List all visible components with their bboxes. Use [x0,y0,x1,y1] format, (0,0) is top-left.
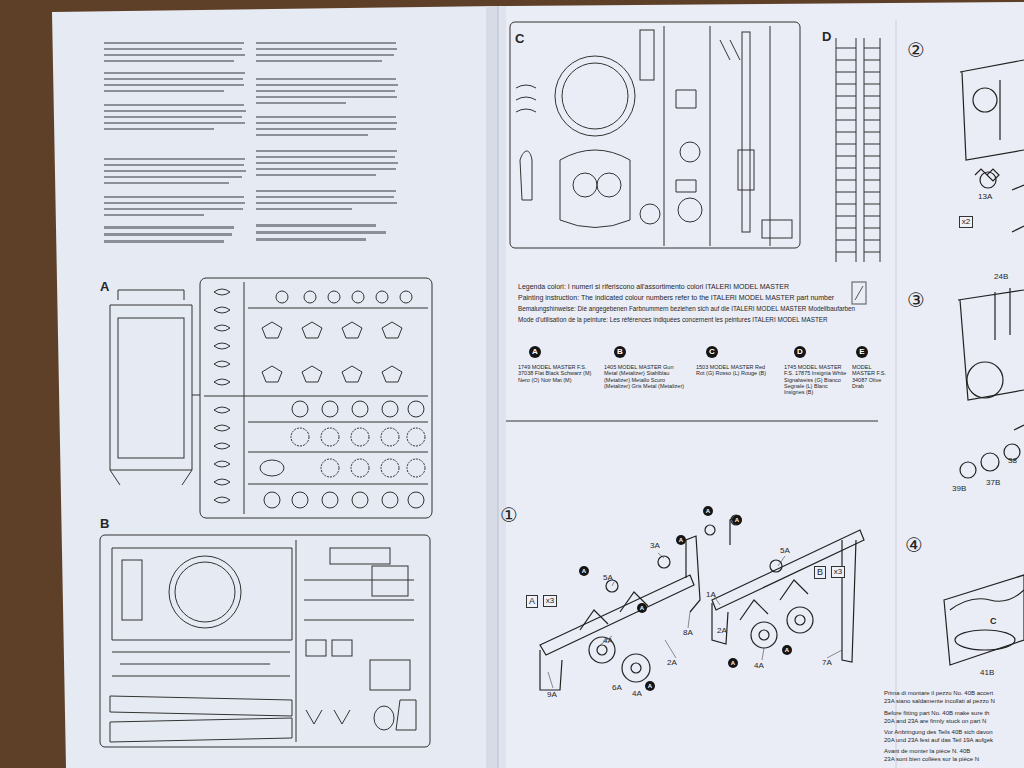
colour-marker: A [637,603,647,613]
callout-number: 24B [994,272,1008,281]
callout-box: x3 [543,595,557,607]
callout-number: 7A [822,658,832,667]
node-text: C [709,348,715,356]
assembly-note: Avant de monter la pièce N. 40B [884,748,1020,755]
node-text: A [532,348,538,356]
colour-marker: C [706,346,718,358]
callout-letter: C [990,616,997,626]
node-text: B [817,568,823,577]
assembly-note: 20A und 23A fest auf das Teil 19A aufgek [884,737,1020,744]
assembly-note: 20A and 23A are firmly stuck on part N [884,718,1020,725]
callout-number: 3A [650,541,660,550]
node-text: A [640,605,644,611]
colour-spec: 1749 MODEL MASTER F.S. 37038 Flat Black … [518,364,594,383]
sprue-letter: D [822,30,831,45]
node-text: B [617,348,623,356]
callout-number: 5A [780,546,790,555]
callout-number: 38 [1008,456,1017,465]
node-text: A [785,647,789,653]
colour-marker: E [856,346,868,358]
colour-marker: A [703,506,713,516]
sprue-letter: B [100,517,109,532]
step-number: ③ [907,290,925,310]
colour-spec: MODEL MASTER F.S. 34087 Olive Drab [852,364,886,389]
node-text: A [529,597,535,606]
colour-marker: D [794,346,806,358]
colour-marker: A [529,346,541,358]
callout-number: 4A [632,689,642,698]
callout-box: x2 [959,216,973,228]
node-text: x2 [962,218,970,226]
node-text: ② [907,40,925,60]
colour-marker: A [676,535,686,545]
colour-marker: A [645,681,655,691]
colour-marker: A [728,658,738,668]
colour-spec: 1503 MODEL MASTER Red Rot (G) Rosso (L) … [696,364,766,377]
node-text: x3 [546,597,554,605]
node-text: ① [500,505,518,525]
callout-number: 9A [547,690,557,699]
callout-number: 2A [717,626,727,635]
assembly-note: 23A sont bien collées sur la pièce N [884,756,1020,763]
assembly-note: 23A siano saldamente incollati al pezzo … [884,698,1020,705]
sprue-letter: C [515,32,524,47]
paint-note: Mode d'utilisation de la peinture: Les r… [518,316,848,323]
paint-note: Painting instruction: The indicated colo… [518,294,848,302]
callout-number: 13A [978,192,992,201]
assembly-note: Before fitting part No. 40B make sure th [884,710,1020,717]
callout-number: 5A [603,573,613,582]
step-number: ① [500,505,518,525]
colour-spec: 1405 MODEL MASTER Gun Metal (Metalizer) … [604,364,686,389]
callout-number: 37B [986,478,1000,487]
colour-marker: A [579,566,589,576]
node-text: A [731,660,735,666]
colour-marker: B [614,346,626,358]
node-text: ③ [907,290,925,310]
node-text: A [648,683,652,689]
callout-number: 4A [754,661,764,670]
node-text: A [706,508,710,514]
paint-note: Bemalungshinweise: Die angegebenen Farbn… [518,305,855,312]
node-text: E [859,348,864,356]
assembly-note: Prima di montare il pezzo No. 40B accert [884,690,1020,697]
callout-number: 4A [603,636,613,645]
callout-box: x3 [831,566,845,578]
colour-spec: 1745 MODEL MASTER F.S. 17875 Insignia Wh… [784,364,848,396]
node-text: D [797,348,803,356]
colour-marker: A [782,645,792,655]
callout-box: A [526,595,538,608]
node-text: x3 [834,568,842,576]
callout-number: 2A [667,658,677,667]
step-number: ② [907,40,925,60]
colour-marker: A [732,515,742,525]
callout-number: 41B [980,668,994,677]
callout-number: 1A [706,590,716,599]
assembly-note: Vor Anbringung des Teils 40B sich davon [884,729,1020,736]
paint-note: Legenda colori: I numeri si riferiscono … [518,283,848,291]
callout-box: B [814,566,826,579]
node-text: A [679,537,683,543]
node-text: ④ [905,535,923,555]
sprue-letter: A [100,280,109,295]
callout-number: 8A [683,628,693,637]
callout-number: 6A [612,683,622,692]
node-text: A [735,517,739,523]
callout-number: 39B [952,484,966,493]
node-text: A [582,568,586,574]
step-number: ④ [905,535,923,555]
